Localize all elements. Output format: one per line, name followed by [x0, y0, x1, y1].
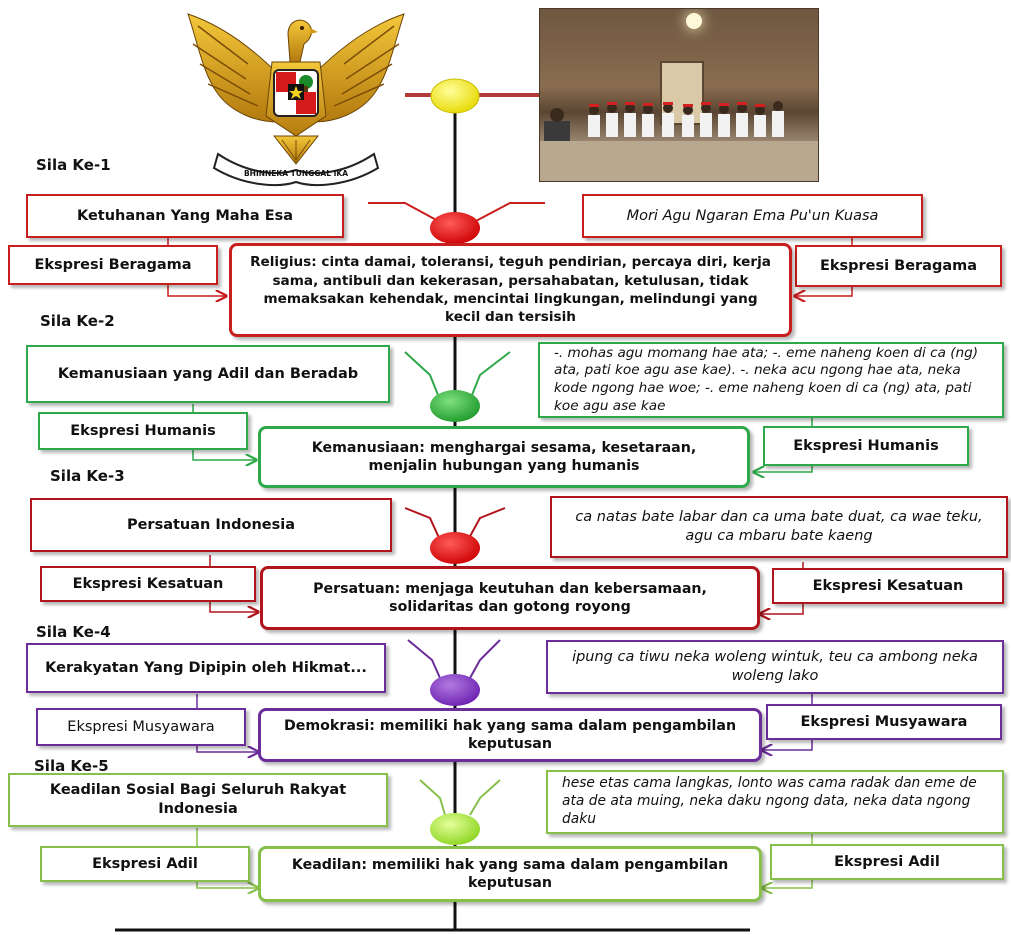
ceremony-photo: [539, 8, 819, 182]
sila-5-value: Keadilan: memiliki hak yang sama dalam p…: [258, 846, 762, 902]
sila-3-heading: Sila Ke-3: [50, 467, 125, 485]
sila-2-expression-left: Ekspresi Humanis: [38, 412, 248, 450]
sila-1-expression-right: Ekspresi Beragama: [795, 245, 1002, 287]
sila-3-expression-left: Ekspresi Kesatuan: [40, 566, 256, 602]
node-top: [430, 78, 480, 114]
node-sila-3: [430, 532, 480, 564]
emblem-motto: BHINNEKA TUNGGAL IKA: [244, 169, 348, 178]
sila-5-principle: Keadilan Sosial Bagi Seluruh Rakyat Indo…: [8, 773, 388, 827]
sila-4-heading: Sila Ke-4: [36, 623, 111, 641]
sila-5-heading: Sila Ke-5: [34, 757, 109, 775]
sila-2-local-expression: -. mohas agu momang hae ata; -. eme nahe…: [538, 342, 1004, 418]
node-sila-4: [430, 674, 480, 706]
sila-1-local-expression: Mori Agu Ngaran Ema Pu'un Kuasa: [582, 194, 923, 238]
sila-3-principle: Persatuan Indonesia: [30, 498, 392, 552]
sila-4-expression-left: Ekspresi Musyawara: [36, 708, 246, 746]
sila-3-value: Persatuan: menjaga keutuhan dan kebersam…: [260, 566, 760, 630]
sila-4-expression-right: Ekspresi Musyawara: [766, 704, 1002, 740]
node-sila-1: [430, 212, 480, 244]
photo-lamp: [686, 13, 702, 29]
sila-1-principle: Ketuhanan Yang Maha Esa: [26, 194, 344, 238]
node-sila-5: [430, 813, 480, 845]
sila-2-heading: Sila Ke-2: [40, 312, 115, 330]
sila-3-expression-right: Ekspresi Kesatuan: [772, 568, 1004, 604]
sila-1-expression-left: Ekspresi Beragama: [8, 245, 218, 285]
sila-1-value: Religius: cinta damai, toleransi, teguh …: [229, 243, 792, 337]
photo-floor-mat: [540, 141, 818, 181]
sila-2-expression-right: Ekspresi Humanis: [763, 426, 969, 466]
sila-4-value: Demokrasi: memiliki hak yang sama dalam …: [258, 708, 762, 762]
garuda-pancasila-emblem: BHINNEKA TUNGGAL IKA: [187, 13, 405, 187]
sila-5-expression-right: Ekspresi Adil: [770, 844, 1004, 880]
sila-3-local-expression: ca natas bate labar dan ca uma bate duat…: [550, 496, 1008, 558]
sila-2-value: Kemanusiaan: menghargai sesama, kesetara…: [258, 426, 750, 488]
sila-4-local-expression: ipung ca tiwu neka woleng wintuk, teu ca…: [546, 640, 1004, 694]
sila-4-principle: Kerakyatan Yang Dipipin oleh Hikmat...: [26, 643, 386, 693]
sila-5-local-expression: hese etas cama langkas, lonto was cama r…: [546, 770, 1004, 834]
sila-1-heading: Sila Ke-1: [36, 156, 111, 174]
sila-5-expression-left: Ekspresi Adil: [40, 846, 250, 882]
sila-2-principle: Kemanusiaan yang Adil dan Beradab: [26, 345, 390, 403]
node-sila-2: [430, 390, 480, 422]
